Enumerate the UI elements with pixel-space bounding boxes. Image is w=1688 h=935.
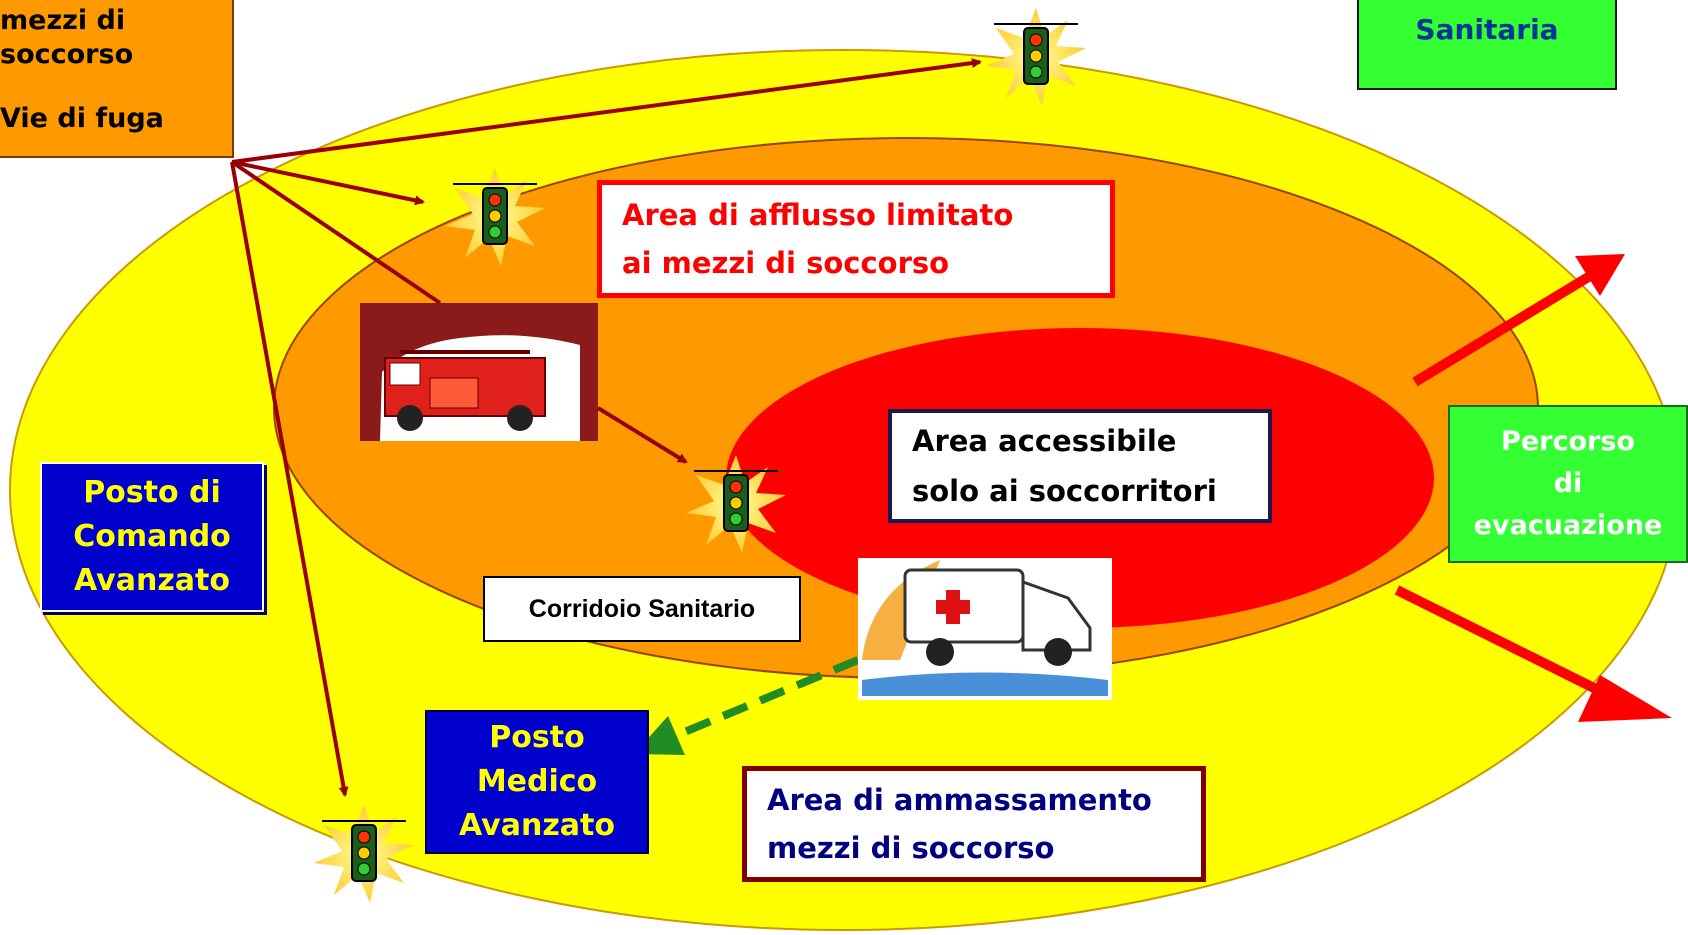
sanitary-corridor-box: Corridoio Sanitario <box>483 576 801 642</box>
advanced-command-post-box: Posto di Comando Avanzato <box>40 462 264 612</box>
escape-arrow-firetruck <box>230 160 442 305</box>
sanitaria-label: Sanitaria <box>1415 13 1559 46</box>
accessibile-line1: Area accessibile <box>912 424 1177 458</box>
pca-line1: Posto di <box>83 475 221 510</box>
limitato-line1: Area di afflusso limitato <box>622 198 1014 232</box>
evacuation-arrows <box>1394 254 1672 722</box>
escape-arrow-inner <box>596 406 688 464</box>
escape-arrow-top-right <box>231 58 982 164</box>
fire-truck-icon <box>360 303 598 441</box>
limited-access-area-box: Area di afflusso limitato ai mezzi di so… <box>597 180 1115 298</box>
pma-line1: Posto <box>489 720 585 755</box>
corridoio-label: Corridoio Sanitario <box>528 594 756 623</box>
ambulance-icon <box>858 558 1112 700</box>
evacuation-route-box: Percorso di evacuazione <box>1448 405 1688 563</box>
percorso-line2: di <box>1553 468 1583 499</box>
escape-arrows <box>230 58 982 797</box>
escape-arrow-bottom <box>230 161 349 797</box>
pca-line3: Avanzato <box>74 563 230 598</box>
vehicle-staging-area-box: Area di ammassamento mezzi di soccorso <box>742 766 1206 882</box>
vie-box-line1: mezzi di <box>0 5 126 36</box>
vie-box-line2: soccorso <box>0 39 134 70</box>
vie-box-line3: Vie di fuga <box>0 103 164 134</box>
evacuation-arrow-down <box>1578 675 1672 722</box>
sanitaria-box: Sanitaria <box>1357 0 1617 90</box>
limitato-line2: ai mezzi di soccorso <box>622 246 950 280</box>
accessibile-line2: solo ai soccorritori <box>912 474 1217 508</box>
pca-line2: Comando <box>73 519 231 554</box>
ammassamento-line2: mezzi di soccorso <box>767 831 1055 865</box>
pma-line3: Avanzato <box>459 808 615 843</box>
escape-arrow-top <box>231 160 425 206</box>
escape-routes-box: mezzi di soccorso Vie di fuga <box>0 0 234 158</box>
rescuers-only-area-box: Area accessibile solo ai soccorritori <box>888 409 1272 523</box>
pma-line2: Medico <box>476 764 598 799</box>
ammassamento-line1: Area di ammassamento <box>767 783 1152 817</box>
advanced-medical-post-box: Posto Medico Avanzato <box>425 710 649 854</box>
evacuation-arrow-up <box>1575 254 1625 296</box>
percorso-line1: Percorso <box>1501 426 1635 457</box>
percorso-line3: evacuazione <box>1473 510 1663 541</box>
